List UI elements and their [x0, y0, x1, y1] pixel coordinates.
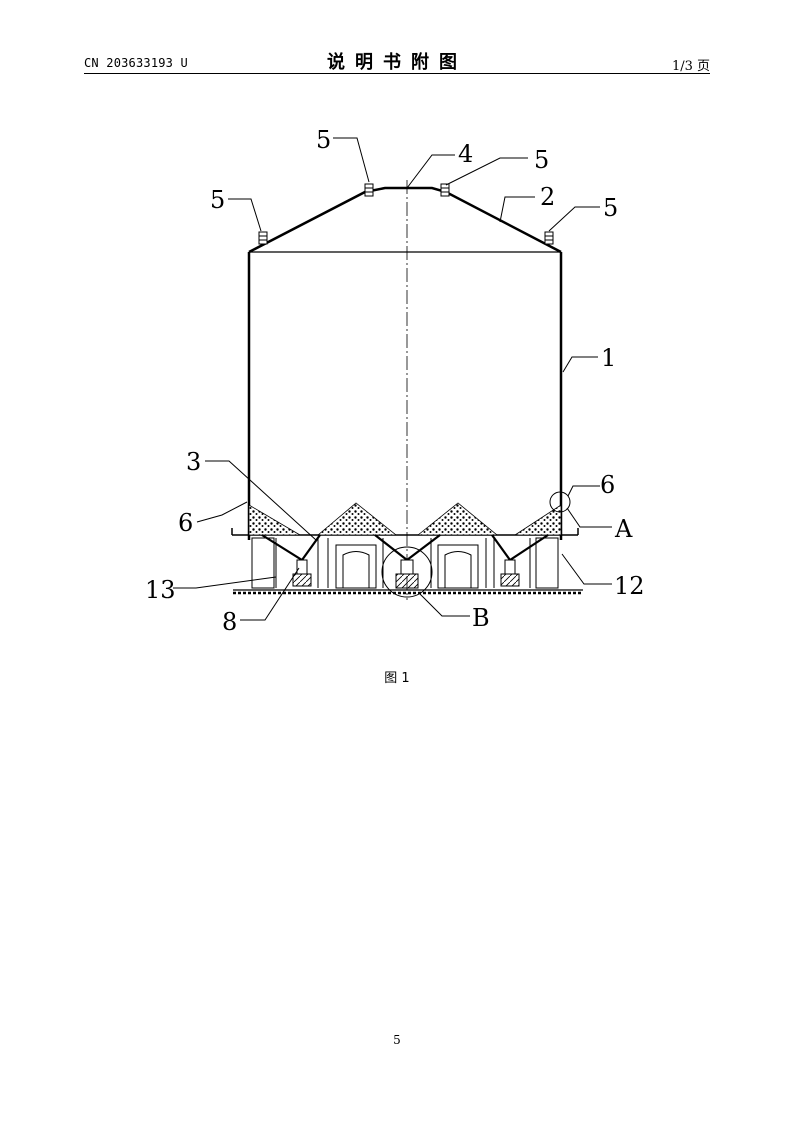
callout-12: 12 — [614, 572, 645, 600]
page-number: 5 — [393, 1033, 401, 1047]
document-id: CN 203633193 U — [84, 56, 188, 70]
page-header: CN 203633193 U 说明书附图 1/3 页 — [84, 48, 710, 74]
callout-2: 2 — [540, 183, 555, 211]
feeder-icon — [292, 559, 520, 589]
callout-A: A — [614, 515, 633, 543]
callout-13: 13 — [145, 576, 176, 604]
callout-B: B — [472, 604, 490, 632]
callout-1: 1 — [601, 344, 616, 372]
callout-3: 3 — [186, 448, 201, 476]
header-divider — [84, 73, 710, 74]
ground-line — [233, 589, 583, 595]
technical-drawing: 5 4 5 2 5 5 1 3 6 6 A 13 12 8 B — [145, 126, 645, 636]
callout-6: 6 — [600, 471, 615, 499]
callout-6: 6 — [178, 509, 193, 537]
callout-5: 5 — [534, 146, 549, 174]
figure-caption: 图 1 — [384, 671, 410, 686]
detail-circle — [381, 491, 571, 598]
callout-5: 5 — [210, 186, 225, 214]
callout-5: 5 — [603, 194, 618, 222]
leader-lines — [173, 137, 612, 621]
callout-4: 4 — [458, 140, 473, 168]
roof-vent-icon — [258, 183, 554, 245]
document-title: 说明书附图 — [327, 52, 467, 73]
callout-8: 8 — [222, 608, 237, 636]
gravel-fill — [248, 502, 562, 536]
page-counter: 1/3 页 — [671, 59, 710, 74]
silo-shell — [231, 186, 579, 540]
callout-5: 5 — [316, 126, 331, 154]
